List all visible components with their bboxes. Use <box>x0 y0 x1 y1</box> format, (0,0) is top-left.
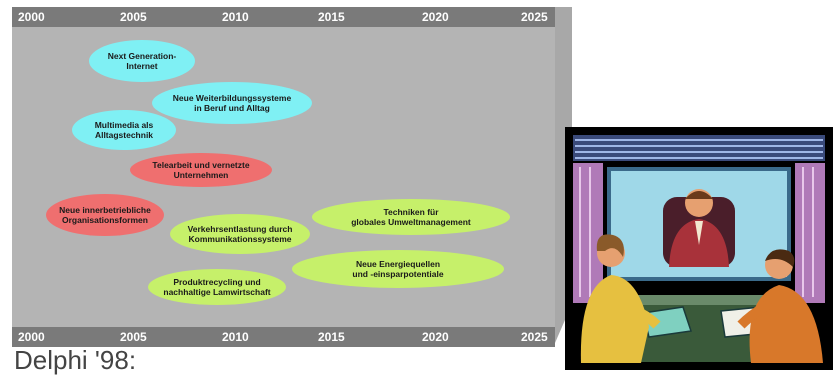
topic-bubble: Telearbeit und vernetzte Unternehmen <box>130 153 272 187</box>
topic-bubble: Techniken für globales Umweltmanagement <box>312 199 510 235</box>
year-label: 2005 <box>120 330 147 344</box>
timeline-area: Next Generation- Internet Neue Weiterbil… <box>12 27 555 327</box>
year-label: 2010 <box>222 330 249 344</box>
year-label: 2020 <box>422 10 449 24</box>
year-label: 2015 <box>318 10 345 24</box>
topic-bubble: Verkehrsentlastung durch Kommunikationss… <box>170 214 310 254</box>
year-label: 2025 <box>521 330 548 344</box>
topic-bubble: Produktrecycling und nachhaltige Lamwirt… <box>148 269 286 305</box>
year-label: 2010 <box>222 10 249 24</box>
topic-bubble: Neue Weiterbildungssysteme in Beruf und … <box>152 82 312 124</box>
topic-bubble: Multimedia als Alltagstechnik <box>72 110 176 150</box>
topic-bubble: Neue innerbetriebliche Organisationsform… <box>46 194 164 236</box>
business-meeting-clipart-icon <box>565 127 833 370</box>
year-label: 2020 <box>422 330 449 344</box>
topic-bubble: Next Generation- Internet <box>89 40 195 82</box>
year-label: 2025 <box>521 10 548 24</box>
timeline-bottom-axis: 2000 2005 2010 2015 2020 2025 <box>12 327 555 347</box>
slide-caption: Delphi '98: <box>14 345 137 375</box>
timeline-top-axis: 2000 2005 2010 2015 2020 2025 <box>12 7 555 27</box>
year-label: 2005 <box>120 10 147 24</box>
delphi-timeline: 2000 2005 2010 2015 2020 2025 Next Gener… <box>12 7 572 347</box>
year-label: 2000 <box>18 10 45 24</box>
topic-bubble: Neue Energiequellen und -einsparpotentia… <box>292 250 504 288</box>
year-label: 2000 <box>18 330 45 344</box>
year-label: 2015 <box>318 330 345 344</box>
